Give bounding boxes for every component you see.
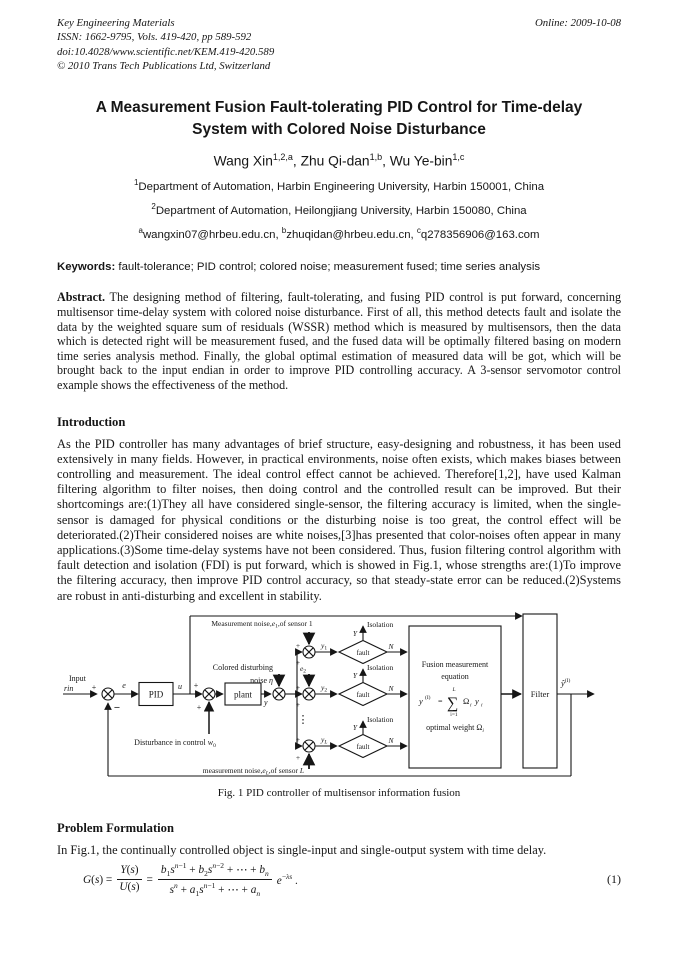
svg-text:y: y: [474, 696, 479, 706]
sum-junction-sensor2: [302, 687, 316, 701]
equation-equals: =: [146, 873, 153, 886]
paper-title-line2: System with Colored Noise Disturbance: [192, 120, 486, 138]
sum-junction-control: [202, 687, 216, 701]
u-label: u: [178, 682, 182, 691]
plus-input: +: [92, 683, 97, 692]
journal-doi: doi:10.4028/www.scientific.net/KEM.419-4…: [57, 45, 275, 58]
equation-1-body: G(s) = Y(s) U(s) = b1sn−1 + b2sn−2 + ⋯ +…: [83, 861, 298, 898]
svg-text:∑: ∑: [447, 695, 458, 712]
plus-s1-top: +: [296, 641, 300, 650]
svg-text:i: i: [470, 702, 472, 708]
y1-label: y1: [320, 641, 327, 652]
section-heading-problem-formulation: Problem Formulation: [57, 820, 174, 835]
no-label-2: N: [387, 684, 394, 693]
journal-issn-line: ISSN: 1662-9795, Vols. 419-420, pp 589-5…: [57, 31, 252, 44]
plus-s1-bottom: +: [296, 658, 300, 667]
sum-junction-input: [101, 687, 115, 701]
pid-label: PID: [149, 689, 164, 699]
fusion-equation: y (I) = ∑ L i=1 Ω i y i: [418, 687, 483, 718]
equation-fraction-2: b1sn−1 + b2sn−2 + ⋯ + bn sn + a1sn−1 + ⋯…: [157, 861, 272, 898]
fusion-label-2: equation: [441, 672, 469, 681]
minus-feedback: −: [114, 702, 120, 714]
keywords-label: Keywords:: [57, 261, 116, 274]
fault-label-L: fault: [357, 743, 370, 751]
section-heading-introduction: Introduction: [57, 414, 126, 429]
author-emails: awangxin07@hrbeu.edu.cn, bzhuqidan@hrbeu…: [138, 225, 540, 241]
problem-paragraph: In Fig.1, the continually controlled obj…: [57, 842, 547, 857]
fault-label-1: fault: [357, 649, 370, 657]
sum-junction-sensorL: [302, 739, 316, 753]
equation-lhs: G(s) =: [83, 873, 113, 886]
fusion-block: [408, 625, 502, 769]
abstract-label: Abstract.: [57, 290, 106, 305]
keywords-text: fault-tolerance; PID control; colored no…: [115, 261, 541, 274]
plus-u-branch: +: [194, 681, 199, 690]
authors-line: Wang Xin1,2,a, Zhu Qi-dan1,b, Wu Ye-bin1…: [213, 152, 465, 169]
error-label: e: [122, 681, 126, 690]
svg-text:i=1: i=1: [450, 712, 458, 718]
fault-label-2: fault: [357, 691, 370, 699]
no-label-1: N: [387, 642, 394, 651]
svg-text:L: L: [451, 687, 455, 693]
isolation-label-2: Isolation: [367, 663, 393, 672]
isolation-label-L: Isolation: [367, 715, 393, 724]
optimal-weight-label: optimal weight Ωi: [426, 723, 484, 734]
yes-label-2: Y: [353, 671, 358, 680]
y-label: y: [263, 698, 268, 707]
svg-text:y: y: [418, 696, 423, 706]
fusion-label-1: Fusion measurement: [422, 660, 489, 669]
journal-name: Key Engineering Materials: [57, 17, 175, 29]
svg-text:Ω: Ω: [463, 696, 469, 706]
output-label: ŷ(I): [560, 677, 570, 688]
y2-label: y2: [320, 683, 327, 694]
paper-title-line1: A Measurement Fusion Fault-tolerating PI…: [95, 99, 583, 116]
plus-sL-top: +: [296, 735, 300, 744]
yes-label-1: Y: [353, 629, 358, 638]
plus-sL-bottom: +: [296, 753, 300, 762]
figure-1: Input rin + − e PID u + + Disturbance in…: [57, 610, 621, 799]
equation-tail: e−λs .: [276, 872, 298, 887]
svg-text:=: =: [438, 697, 443, 706]
affiliation-2: 2Department of Automation, Heilongjiang …: [151, 201, 527, 217]
journal-header: Key Engineering Materials ISSN: 1662-979…: [57, 16, 621, 73]
no-label-L: N: [387, 736, 394, 745]
filter-block: [522, 613, 558, 769]
online-date: Online: 2009-10-08: [534, 17, 621, 29]
plant-label: plant: [234, 689, 252, 699]
journal-info: Key Engineering Materials ISSN: 1662-979…: [57, 16, 274, 73]
filter-label: Filter: [531, 689, 550, 699]
e1-label: Measurement noise,e1,of sensor 1: [211, 619, 313, 630]
affiliation-1: 1Department of Automation, Harbin Engine…: [133, 177, 545, 193]
sum-junction-sensor1: [302, 645, 316, 659]
equation-1: G(s) = Y(s) U(s) = b1sn−1 + b2sn−2 + ⋯ +…: [57, 861, 621, 898]
sum-junction-colored-noise: [272, 687, 286, 701]
equation-number: (1): [607, 872, 621, 886]
plus-s2-top: +: [296, 683, 300, 692]
journal-copyright: © 2010 Trans Tech Publications Ltd, Swit…: [57, 59, 271, 72]
plus-s2-bottom: +: [296, 700, 300, 709]
figure-1-diagram: Input rin + − e PID u + + Disturbance in…: [63, 611, 595, 777]
introduction-paragraph: As the PID controller has many advantage…: [57, 436, 621, 603]
abstract-text: The designing method of filtering, fault…: [57, 290, 621, 393]
paper-title: A Measurement Fusion Fault-tolerating PI…: [61, 97, 617, 140]
e2-label: e2: [300, 664, 306, 675]
figure-caption: Fig. 1 PID controller of multisensor inf…: [217, 786, 461, 799]
isolation-label-1: Isolation: [367, 620, 393, 629]
colored-noise-label-2: noise η: [250, 676, 273, 685]
colored-noise-label-1: Colored disturbing: [213, 663, 273, 672]
keywords-line: Keywords: fault-tolerance; PID control; …: [57, 261, 621, 273]
vertical-dots: ⋮: [298, 714, 309, 726]
plus-w0: +: [197, 703, 202, 712]
svg-text:i: i: [481, 702, 483, 708]
equation-fraction-1: Y(s) U(s): [117, 864, 142, 894]
yes-label-L: Y: [353, 723, 358, 732]
w0-label: Disturbance in control w0: [134, 738, 216, 749]
eL-label: measurement noise,eL,of sensor L: [203, 766, 304, 777]
paper-page: Key Engineering Materials ISSN: 1662-979…: [57, 16, 621, 898]
input-label: Input: [69, 674, 87, 683]
svg-text:(I): (I): [425, 694, 431, 701]
rin-label: rin: [64, 684, 73, 693]
yL-label: yL: [320, 735, 327, 746]
abstract-paragraph: Abstract. The designing method of filter…: [57, 290, 621, 392]
